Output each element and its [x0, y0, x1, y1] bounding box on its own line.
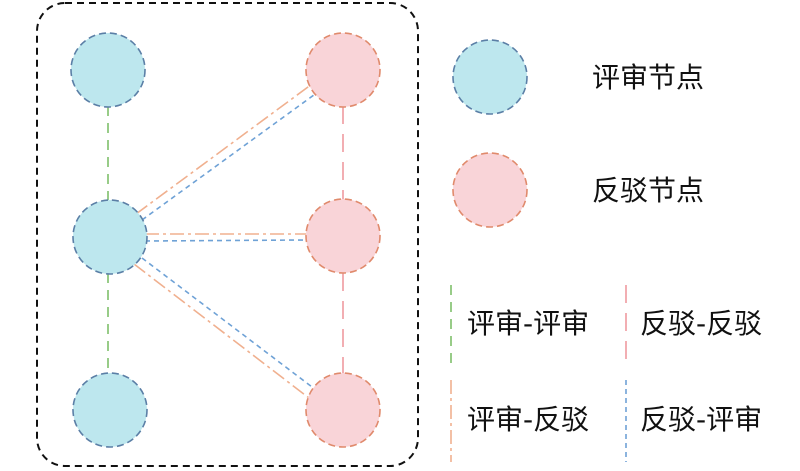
edge-pair-review-mid-rebut-bottom [133, 257, 317, 399]
review-node-bottom [72, 372, 148, 448]
legend-review-review-label: 评审-评审 [467, 307, 589, 340]
legend-rebut-review-label: 反驳-评审 [640, 403, 762, 436]
graph-frame [36, 2, 419, 467]
legend-rebut-node-label: 反驳节点 [592, 174, 704, 207]
rebut-node-bottom [305, 372, 381, 448]
legend-review-node-label: 评审节点 [592, 61, 704, 94]
legend-rebut-rebut-label: 反驳-反驳 [640, 307, 762, 340]
edge-pair-review-mid-rebut-mid [144, 233, 307, 242]
review-node-mid [72, 199, 148, 275]
legend-review-rebut-label: 评审-反驳 [467, 403, 589, 436]
legend-review-node-swatch [452, 39, 528, 115]
legend-rebut-node-swatch [452, 152, 528, 228]
rebut-node-top [305, 32, 381, 108]
review-node-top [70, 32, 146, 108]
rebut-node-mid [305, 198, 381, 274]
edge-pair-review-mid-rebut-top [135, 83, 319, 221]
